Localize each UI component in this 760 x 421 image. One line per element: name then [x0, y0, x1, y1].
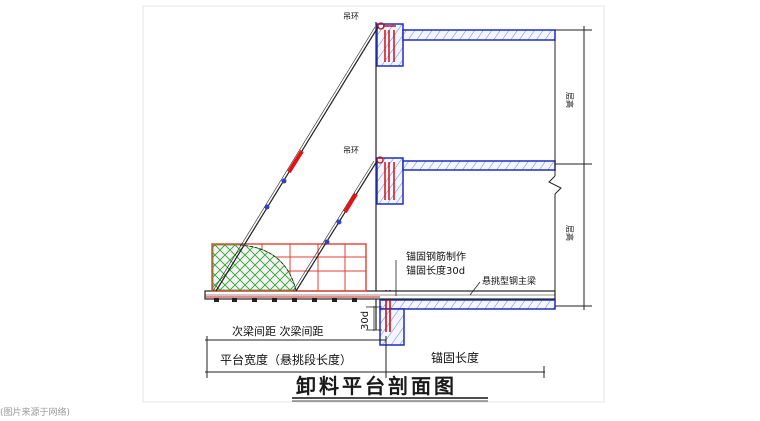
platform-railing: [211, 243, 367, 292]
dim-30d-label: 30d: [360, 311, 371, 330]
lifting-ring-middle: [376, 156, 384, 164]
beam-supports: [214, 298, 357, 302]
safety-mesh: [212, 244, 297, 291]
secondary-spacing-label: 次梁间距 次梁间距: [232, 324, 324, 338]
image-caption: (图片来源于网络): [0, 408, 71, 418]
ring-label-middle: 吊环: [343, 146, 359, 155]
upper-floor-slab: [376, 22, 592, 67]
lifting-ring-top: [377, 22, 385, 30]
cable-upper: [212, 26, 379, 292]
middle-floor-slab: [376, 156, 592, 205]
anchor-30d-label: 锚固长度30d: [406, 264, 465, 277]
beam-leader: [469, 281, 481, 296]
anchor-length-label: 锚固长度: [431, 350, 479, 365]
anchor-make-label: 锚固钢筋制作: [406, 250, 466, 263]
cantilever-main-beam: [204, 290, 556, 300]
cable-lower: [292, 160, 378, 292]
floor-height-label-top: 层高: [565, 92, 575, 108]
drawing-frame: [142, 5, 605, 403]
cantilever-beam-label: 悬挑型钢主梁: [482, 275, 536, 287]
turnbuckle-lower: [343, 192, 358, 214]
floor-height-label-bottom: 层高: [565, 225, 575, 241]
turnbuckle-upper: [287, 149, 304, 174]
diagram-title: 卸料平台剖面图: [296, 374, 457, 398]
ring-label-top: 吊环: [343, 12, 359, 21]
platform-width-label: 平台宽度（悬挑段长度）: [220, 352, 352, 367]
bottom-dimensions: [205, 306, 545, 378]
floor-height-dimension: [548, 26, 588, 310]
